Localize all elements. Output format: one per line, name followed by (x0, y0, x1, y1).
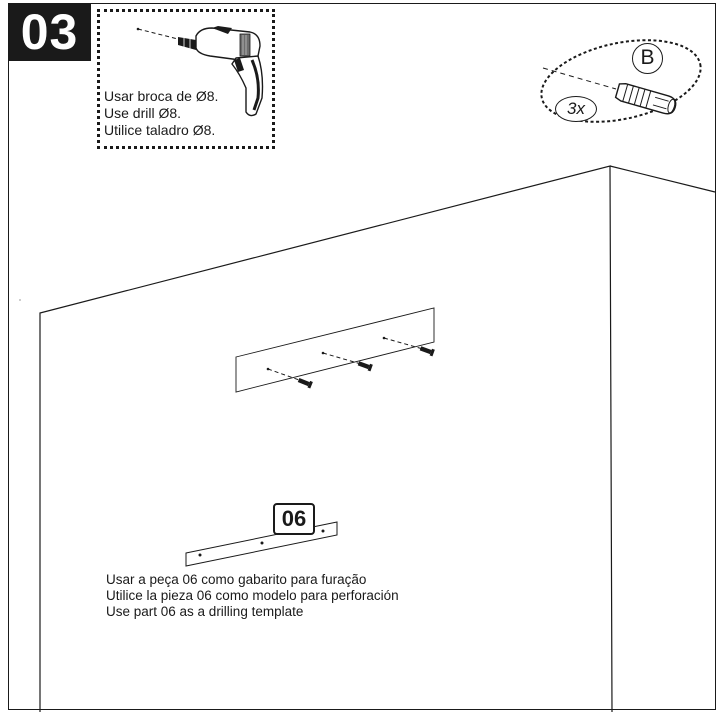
anchor-part-letter: B (632, 43, 663, 74)
stray-dot (19, 299, 21, 301)
anchor-quantity: 3x (555, 96, 597, 122)
instruction-line-pt: Usar a peça 06 como gabarito para furaçã… (106, 572, 367, 587)
template-plate (235, 307, 435, 393)
page-frame (8, 3, 716, 710)
wall-top-edge (609, 165, 716, 193)
drill-note-box: Usar broca de Ø8. Use drill Ø8. Utilice … (97, 9, 275, 149)
instruction-line-es: Utilice la pieza 06 como modelo para per… (106, 588, 399, 603)
step-number-badge: 03 (8, 3, 91, 61)
drill-instructions: Usar broca de Ø8. Use drill Ø8. Utilice … (104, 88, 218, 139)
part-06-label: 06 (273, 503, 315, 535)
screw-group-1 (266, 367, 313, 389)
instruction-line-en: Use part 06 as a drilling template (106, 604, 304, 619)
screw-group-3 (382, 336, 435, 357)
drill-line-en: Use drill Ø8. (104, 105, 182, 121)
template-instructions: Usar a peça 06 como gabarito para furaçã… (106, 572, 399, 620)
wall-anchor-icon (614, 82, 677, 115)
drill-line-pt: Usar broca de Ø8. (104, 88, 219, 104)
anchor-callout-ellipse (540, 39, 702, 123)
power-drill-icon (136, 26, 264, 117)
wall-outline (39, 165, 613, 712)
drill-line-es: Utilice taladro Ø8. (104, 122, 216, 138)
screw-group-2 (321, 351, 373, 372)
